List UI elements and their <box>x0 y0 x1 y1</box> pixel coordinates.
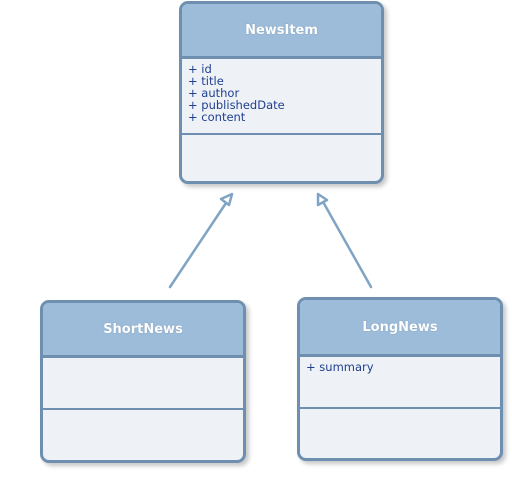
generalization-longnews-arrowhead <box>316 192 329 207</box>
attribute: + summary <box>306 360 374 374</box>
generalization-longnews-line <box>320 198 373 289</box>
class-header: LongNews <box>300 300 500 357</box>
class-attributes: + summary <box>300 357 500 409</box>
class-name: ShortNews <box>103 321 183 337</box>
class-attributes: + id + title + author + publishedDate + … <box>182 59 381 135</box>
class-attributes <box>43 358 243 410</box>
class-header: ShortNews <box>43 303 243 358</box>
attribute: + title <box>188 74 224 88</box>
class-name: NewsItem <box>245 22 318 38</box>
attribute: + author <box>188 86 240 100</box>
class-longnews[interactable]: LongNews + summary <box>297 297 503 461</box>
generalization-shortnews-arrowhead <box>219 192 234 207</box>
class-shortnews[interactable]: ShortNews <box>40 300 246 463</box>
class-header: NewsItem <box>182 4 381 59</box>
attribute: + id <box>188 62 212 76</box>
generalization-shortnews-line <box>168 198 230 289</box>
attribute: + publishedDate <box>188 98 285 112</box>
class-newsitem[interactable]: NewsItem + id + title + author + publish… <box>179 1 384 184</box>
attribute: + content <box>188 110 246 124</box>
class-name: LongNews <box>362 319 438 335</box>
